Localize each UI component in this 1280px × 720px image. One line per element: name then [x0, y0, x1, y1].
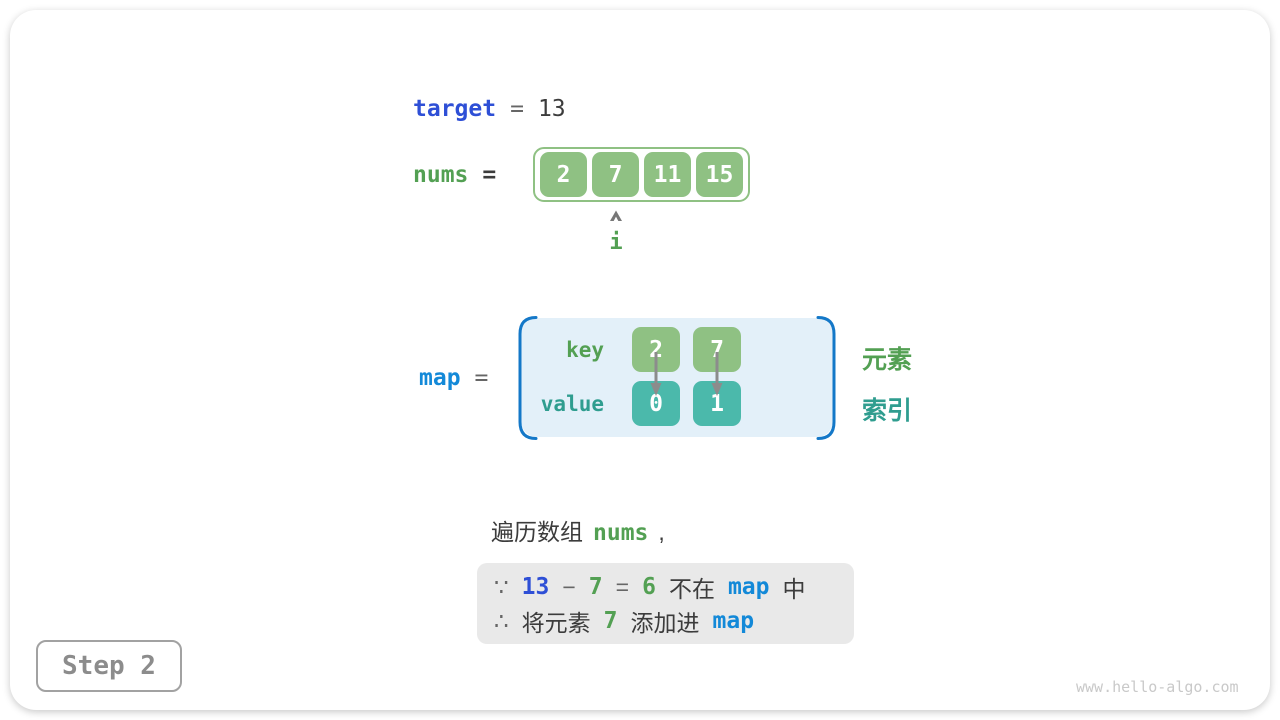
array-cell: 2 — [540, 152, 587, 197]
element-label: 元素 — [862, 346, 913, 374]
target-equals: = — [510, 96, 524, 122]
note-segment: 7 — [588, 574, 603, 600]
note-line-1: ∵ 13 − 7 = 6 不在 map 中 — [494, 570, 854, 604]
map-value-label: value — [540, 392, 604, 416]
map-equals: = — [474, 365, 489, 391]
array-cell: 7 — [592, 152, 639, 197]
note-segment: map — [712, 608, 755, 634]
array-cell: 15 — [696, 152, 743, 197]
caret-up-icon — [610, 210, 622, 221]
site-watermark: www.hello-algo.com — [1076, 678, 1239, 696]
map-label-row: map = — [419, 365, 502, 391]
therefore-symbol: ∴ — [494, 607, 509, 634]
note-line-2: ∴ 将元素 7 添加进 map — [494, 604, 854, 638]
note-segment: 不在 — [668, 576, 715, 602]
map-key-label: key — [566, 338, 604, 362]
minus-symbol: − — [562, 573, 576, 600]
note-segment: 13 — [521, 574, 550, 600]
index-label: 索引 — [862, 397, 913, 425]
note-box: ∵ 13 − 7 = 6 不在 map 中 ∴ 将元素 7 添加进 map — [477, 563, 854, 644]
note-segment: 添加进 — [630, 610, 700, 636]
array-cell: 11 — [644, 152, 691, 197]
target-row: = target = 13 — [413, 96, 566, 122]
arrow-down-icon — [650, 352, 662, 396]
caption-text: 遍历数组 — [491, 519, 583, 545]
note-segment: 中 — [782, 576, 806, 602]
index-pointer-label: i — [609, 230, 623, 255]
nums-array: 2 7 11 15 — [533, 147, 750, 202]
step-badge: Step 2 — [36, 640, 182, 692]
nums-equals: = — [482, 162, 497, 188]
bracket-left-icon — [518, 316, 538, 440]
caption-comma: , — [658, 519, 665, 545]
caption-code: nums — [593, 520, 649, 546]
target-label: target — [413, 96, 497, 122]
bracket-right-icon — [816, 316, 836, 440]
note-segment: 7 — [603, 608, 618, 634]
note-segment: map — [727, 574, 770, 600]
target-value: 13 — [537, 96, 566, 122]
equals-symbol: = — [615, 573, 630, 600]
because-symbol: ∵ — [494, 573, 509, 600]
arrow-down-icon — [711, 352, 723, 396]
map-label: map — [419, 365, 461, 391]
note-segment: 将元素 — [521, 610, 591, 636]
nums-label-row: nums = — [413, 162, 510, 188]
note-segment: 6 — [642, 574, 656, 600]
nums-label: nums — [413, 162, 469, 188]
caption-line: 遍历数组 nums , — [491, 513, 665, 547]
